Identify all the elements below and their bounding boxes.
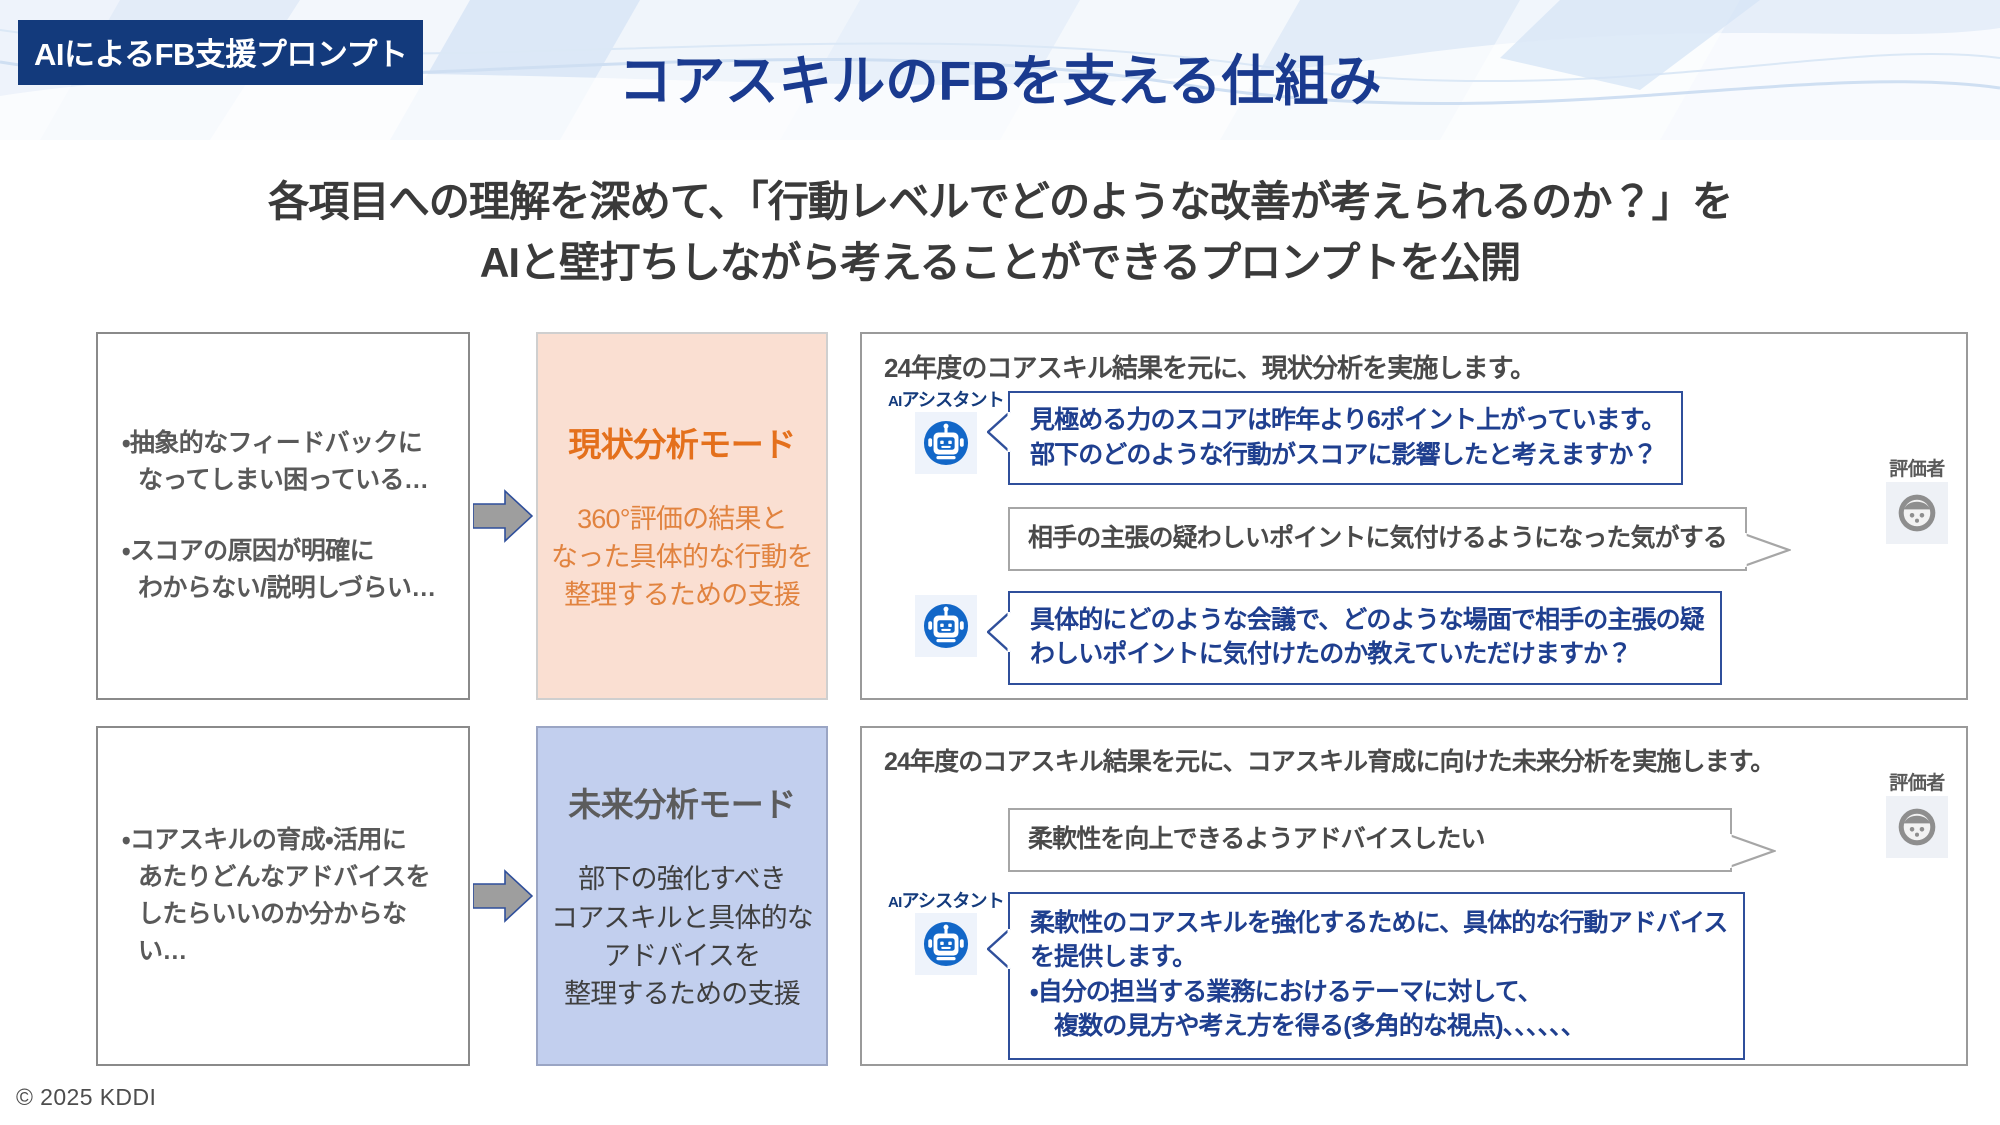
message-row-ai: AIアシスタント <box>884 891 1944 1060</box>
pain-point-line: ・コアスキルの育成・活用に <box>122 826 407 854</box>
pain-point-line: したらいいのか分からない… <box>138 900 407 965</box>
bubble-tail-left-icon <box>987 411 1011 453</box>
mode-description-line: アドバイスを <box>603 941 761 971</box>
content-row-future-analysis: ・コアスキルの育成・活用に あたりどんなアドバイスを したらいいのか分からない…… <box>96 726 1968 1066</box>
ai-message-bubble: 柔軟性のコアスキルを強化するために、具体的な行動アドバイス を提供します。 ・自… <box>987 891 1746 1060</box>
bubble-tail-right-icon <box>1743 532 1791 567</box>
pain-point-item: ・抽象的なフィードバックに なってしまい困っている… <box>122 425 436 499</box>
person-face-icon <box>1898 808 1936 846</box>
content-row-current-analysis: ・抽象的なフィードバックに なってしまい困っている… ・スコアの原因が明確に わ… <box>96 332 1968 700</box>
panel-heading: 24年度のコアスキル結果を元に、コアスキル育成に向けた未来分析を実施します。 <box>884 748 1775 776</box>
ai-label-prefix: AI <box>888 393 902 410</box>
pain-point-line: ・スコアの原因が明確に <box>122 537 375 565</box>
person-face-icon <box>1898 494 1936 532</box>
ai-speaker-column: AIアシスタント <box>884 892 1008 975</box>
arrow-container-row1 <box>470 332 536 700</box>
message-line: を提供します。 <box>1030 943 1197 971</box>
ai-avatar <box>915 912 977 975</box>
page-title: コアスキルのFBを支える仕組み <box>618 50 1382 112</box>
message-line: ・自分の担当する業務におけるテーマに対して、 <box>1030 977 1543 1006</box>
message-line: わしいポイントに気付けたのか教えていただけますか？ <box>1030 640 1632 668</box>
bubble-tail-right-icon <box>1728 833 1776 868</box>
bubble-tail-left-icon <box>987 610 1011 653</box>
robot-icon <box>923 921 969 966</box>
mode-description-line: 整理するための支援 <box>564 580 801 611</box>
mode-title: 現状分析モード <box>568 425 796 463</box>
ai-speaker-column: AIアシスタント <box>884 391 1008 474</box>
ai-label-prefix: AI <box>888 893 902 911</box>
robot-icon <box>923 603 969 648</box>
subtitle-line-1: 各項目への理解を深めて、「行動レベルでどのような改善が考えられるのか？」を <box>267 178 1733 225</box>
pain-point-item: ・コアスキルの育成・活用に あたりどんなアドバイスを したらいいのか分からない… <box>122 822 444 970</box>
mode-description-line: なった具体的な行動を <box>551 541 814 572</box>
pain-points-list-row1: ・抽象的なフィードバックに なってしまい困っている… ・スコアの原因が明確に わ… <box>122 425 436 607</box>
evaluator-avatar <box>1886 482 1948 544</box>
mode-title: 未来分析モード <box>568 786 796 824</box>
message-row-ai: 具体的にどのような会議で、どのような場面で相手の主張の疑 わしいポイントに気付け… <box>884 590 1944 685</box>
message-line: 相手の主張の疑わしいポイントに気付けるようになった気がする <box>1028 524 1728 552</box>
chat-panel-future-analysis: 24年度のコアスキル結果を元に、コアスキル育成に向けた未来分析を実施します。 柔… <box>860 726 1968 1066</box>
message-line: 見極める力のスコアは昨年より6ポイント上がっています。 <box>1030 406 1666 434</box>
pain-points-box-row2: ・コアスキルの育成・活用に あたりどんなアドバイスを したらいいのか分からない… <box>96 726 470 1066</box>
ai-assistant-label: AIアシスタント <box>888 390 1005 410</box>
mode-description-line: 部下の強化すべき <box>578 864 787 895</box>
panel-heading: 24年度のコアスキル結果を元に、現状分析を実施します。 <box>884 353 1536 383</box>
message-line: 柔軟性を向上できるようアドバイスしたい <box>1028 825 1486 853</box>
pain-points-list-row2: ・コアスキルの育成・活用に あたりどんなアドバイスを したらいいのか分からない… <box>122 822 444 970</box>
ai-speaker-column <box>884 591 1008 657</box>
right-arrow-icon <box>473 869 533 923</box>
subtitle-line-2: AIと壁打ちしながら考えることができるプロンプトを公開 <box>479 238 1521 286</box>
mode-description-line: コアスキルと具体的な <box>551 902 814 933</box>
message-line: 部下のどのような行動がスコアに影響したと考えますか？ <box>1030 440 1658 469</box>
mode-description-line: 360°評価の結果と <box>577 503 788 534</box>
message-row-ai: AIアシスタント <box>884 391 1944 485</box>
mode-box-future-analysis: 未来分析モード 部下の強化すべき コアスキルと具体的な アドバイスを 整理するた… <box>536 726 828 1066</box>
pain-points-box-row1: ・抽象的なフィードバックに なってしまい困っている… ・スコアの原因が明確に わ… <box>96 332 470 700</box>
evaluator-message-bubble: 柔軟性を向上できるようアドバイスしたい <box>1008 808 1776 872</box>
message-line: 柔軟性のコアスキルを強化するために、具体的な行動アドバイス <box>1030 908 1728 937</box>
evaluator-column-row1: 評価者 <box>1886 460 1948 544</box>
evaluator-message-bubble: 相手の主張の疑わしいポイントに気付けるようになった気がする <box>1008 507 1791 571</box>
message-row-evaluator: 相手の主張の疑わしいポイントに気付けるようになった気がする <box>1008 507 1944 571</box>
pain-point-line: ・抽象的なフィードバックに <box>122 429 423 457</box>
evaluator-label: 評価者 <box>1889 773 1945 794</box>
evaluator-avatar <box>1886 796 1948 858</box>
evaluator-label: 評価者 <box>1889 459 1945 480</box>
category-badge: AIによるFB支援プロンプト <box>18 20 424 85</box>
chat-panel-current-analysis: 24年度のコアスキル結果を元に、現状分析を実施します。 AIアシスタント <box>860 332 1968 700</box>
pain-point-line: なってしまい困っている… <box>138 466 429 494</box>
mode-description: 部下の強化すべき コアスキルと具体的な アドバイスを 整理するための支援 <box>551 860 814 1013</box>
evaluator-column-row2: 評価者 <box>1886 774 1948 858</box>
ai-assistant-label: AIアシスタント <box>888 890 1005 911</box>
bubble-tail-left-icon <box>987 927 1011 970</box>
pain-point-item: ・スコアの原因が明確に わからない/説明しづらい… <box>122 533 436 607</box>
footer-copyright: © 2025 KDDI <box>16 1084 157 1110</box>
mode-box-current-analysis: 現状分析モード 360°評価の結果と なった具体的な行動を 整理するための支援 <box>536 332 828 700</box>
message-line: 複数の見方や考え方を得る(多角的な視点)、、、、、、 <box>1054 1012 1586 1040</box>
spacer <box>828 332 860 700</box>
message-line: 具体的にどのような会議で、どのような場面で相手の主張の疑 <box>1030 605 1705 634</box>
pain-point-line: わからない/説明しづらい… <box>138 574 436 602</box>
arrow-container-row2 <box>470 726 536 1066</box>
robot-icon <box>923 420 969 466</box>
ai-label-rest: アシスタント <box>901 390 1004 410</box>
ai-message-bubble: 見極める力のスコアは昨年より6ポイント上がっています。 部下のどのような行動がス… <box>987 391 1684 485</box>
pain-point-line: あたりどんなアドバイスを <box>138 863 431 891</box>
mode-description-line: 整理するための支援 <box>564 979 801 1010</box>
ai-avatar <box>915 594 977 657</box>
ai-avatar <box>915 412 977 474</box>
ai-message-bubble: 具体的にどのような会議で、どのような場面で相手の主張の疑 わしいポイントに気付け… <box>987 590 1722 685</box>
spacer <box>828 726 860 1066</box>
subtitle: 各項目への理解を深めて、「行動レベルでどのような改善が考えられるのか？」を AI… <box>0 172 2000 294</box>
right-arrow-icon <box>473 489 533 543</box>
ai-label-rest: アシスタント <box>901 890 1004 911</box>
message-row-evaluator: 柔軟性を向上できるようアドバイスしたい <box>1008 808 1944 872</box>
mode-description: 360°評価の結果と なった具体的な行動を 整理するための支援 <box>551 500 814 615</box>
